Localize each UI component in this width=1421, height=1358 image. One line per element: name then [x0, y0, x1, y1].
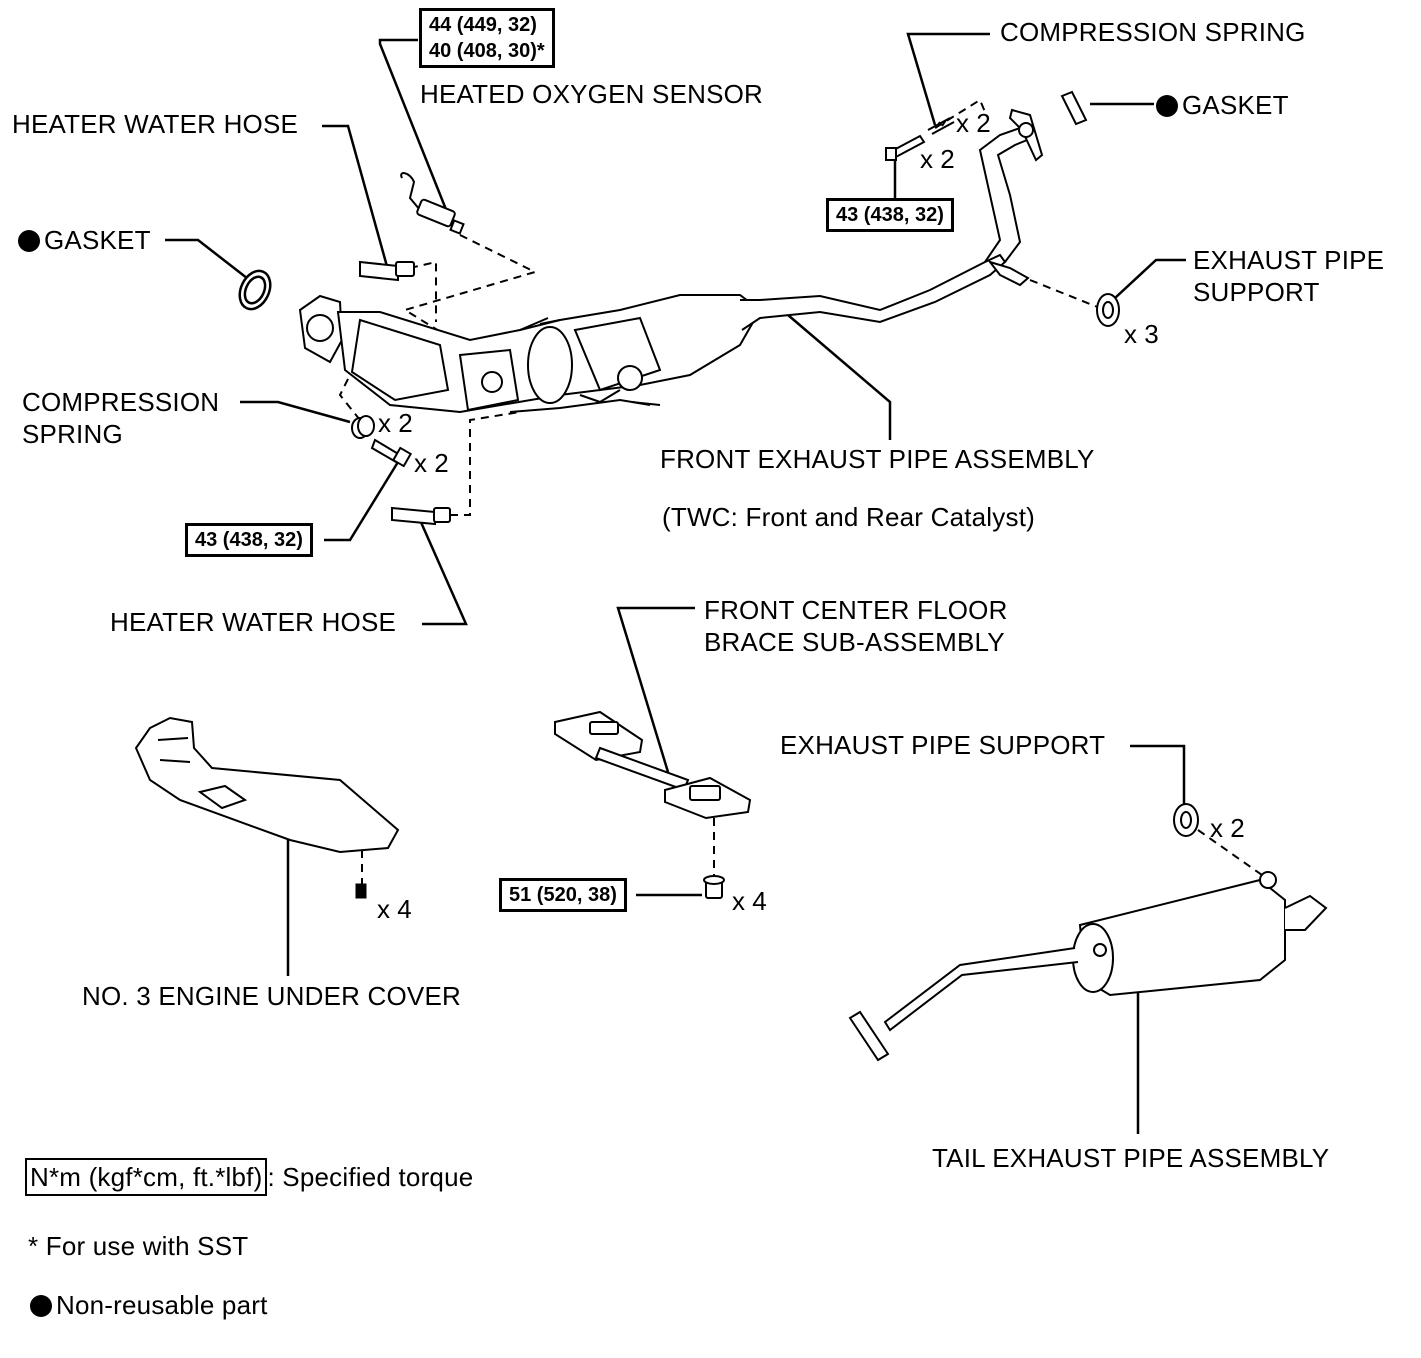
legend-torque-unit: N*m (kgf*cm, ft.*lbf) [25, 1158, 268, 1196]
dashed-spring-left [338, 374, 361, 421]
qty-support-top: x 3 [1124, 319, 1159, 349]
support-top-line2: SUPPORT [1193, 277, 1320, 307]
bolt-left-part [370, 438, 413, 468]
label-heater-water-hose-bottom: HEATER WATER HOSE [110, 607, 397, 637]
label-twc-note: (TWC: Front and Rear Catalyst) [662, 502, 1035, 532]
leader-bolt-left [324, 461, 400, 542]
qty-right-bolt: x 2 [920, 144, 955, 174]
brace-line1: FRONT CENTER FLOOR [704, 595, 1008, 625]
heater-water-hose-top-part [359, 260, 415, 282]
leader-o2-sensor [378, 38, 457, 233]
label-tail-exhaust-pipe-assembly: TAIL EXHAUST PIPE ASSEMBLY [932, 1143, 1330, 1173]
leader-compression-right [906, 32, 990, 126]
legend-torque: N*m (kgf*cm, ft.*lbf): Specified torque [25, 1158, 473, 1196]
leader-compression-left [240, 400, 351, 424]
label-compression-spring-right: COMPRESSION SPRING [1000, 17, 1306, 47]
qty-left-bolt: x 2 [414, 448, 449, 478]
label-exhaust-pipe-support-top: EXHAUST PIPE SUPPORT [1193, 244, 1384, 308]
label-exhaust-pipe-support-bottom: EXHAUST PIPE SUPPORT [780, 730, 1106, 760]
torque-o2-line1: 44 (449, 32) [429, 14, 537, 36]
label-heated-oxygen-sensor: HEATED OXYGEN SENSOR [420, 79, 764, 109]
under-cover-clip-part [355, 883, 367, 899]
label-gasket-right: GASKET [1156, 89, 1289, 121]
torque-box-rear-bolt: 43 (438, 32) [826, 198, 954, 232]
dashed-hose-bottom [450, 411, 521, 516]
engine-under-cover-part [134, 716, 400, 854]
legend-sst-note: * For use with SST [28, 1231, 249, 1261]
legend-non-reusable-text: Non-reusable part [56, 1290, 268, 1320]
qty-under-cover: x 4 [377, 894, 412, 924]
front-exhaust-pipe-part [298, 108, 1044, 414]
label-front-exhaust-pipe-assembly: FRONT EXHAUST PIPE ASSEMBLY [660, 444, 1095, 474]
label-compression-spring-left: COMPRESSION SPRING [22, 386, 219, 450]
leader-front-pipe [787, 314, 892, 440]
gasket-left-text: GASKET [44, 225, 151, 255]
leader-support-bottom [1130, 744, 1186, 805]
compression-left-line2: SPRING [22, 419, 123, 449]
torque-box-o2-sensor: 44 (449, 32) 40 (408, 30)* [419, 8, 555, 68]
dashed-support-top [1029, 279, 1101, 309]
qty-right-spring: x 2 [956, 108, 991, 138]
legend-non-reusable: Non-reusable part [30, 1289, 268, 1321]
support-top-line1: EXHAUST PIPE [1193, 245, 1385, 275]
brace-line2: BRACE SUB-ASSEMBLY [704, 627, 1005, 657]
oxygen-sensor-part [400, 172, 465, 235]
gasket-right-text: GASKET [1182, 90, 1289, 120]
label-gasket-left: GASKET [18, 224, 151, 256]
torque-o2-line2: 40 (408, 30)* [429, 40, 545, 62]
bolt-right-part [885, 134, 926, 161]
qty-support-bottom: x 2 [1210, 813, 1245, 843]
legend-torque-text: : Specified torque [267, 1162, 474, 1192]
label-heater-water-hose-top: HEATER WATER HOSE [12, 109, 299, 139]
torque-box-front-bolt: 43 (438, 32) [185, 523, 313, 557]
heater-water-hose-bottom-part [391, 506, 451, 526]
gasket-left-part [238, 269, 272, 311]
torque-box-brace-bolt: 51 (520, 38) [499, 878, 627, 912]
exhaust-pipe-support-bottom-part [1173, 803, 1199, 837]
qty-left-spring: x 2 [378, 408, 413, 438]
leader-heater-hose-top [322, 124, 390, 271]
label-front-center-floor-brace: FRONT CENTER FLOOR BRACE SUB-ASSEMBLY [704, 594, 1008, 658]
compression-spring-left-part [351, 415, 375, 439]
floor-brace-part [554, 710, 752, 820]
leader-heater-hose-bottom [418, 519, 468, 626]
exhaust-pipe-support-top-part [1096, 293, 1120, 327]
leader-gasket-left [165, 238, 253, 283]
non-reusable-dot-icon [30, 1295, 52, 1317]
non-reusable-dot-icon [1156, 95, 1178, 117]
non-reusable-dot-icon [18, 230, 40, 252]
leader-floor-brace [616, 606, 695, 773]
compression-spring-right-part [927, 117, 955, 135]
brace-bolt-part [703, 875, 725, 899]
label-no3-engine-under-cover: NO. 3 ENGINE UNDER COVER [82, 981, 461, 1011]
compression-left-line1: COMPRESSION [22, 387, 220, 417]
gasket-right-part [1060, 90, 1088, 126]
qty-brace: x 4 [732, 886, 767, 916]
leader-support-top [1114, 258, 1186, 299]
tail-exhaust-pipe-part [848, 871, 1328, 1062]
